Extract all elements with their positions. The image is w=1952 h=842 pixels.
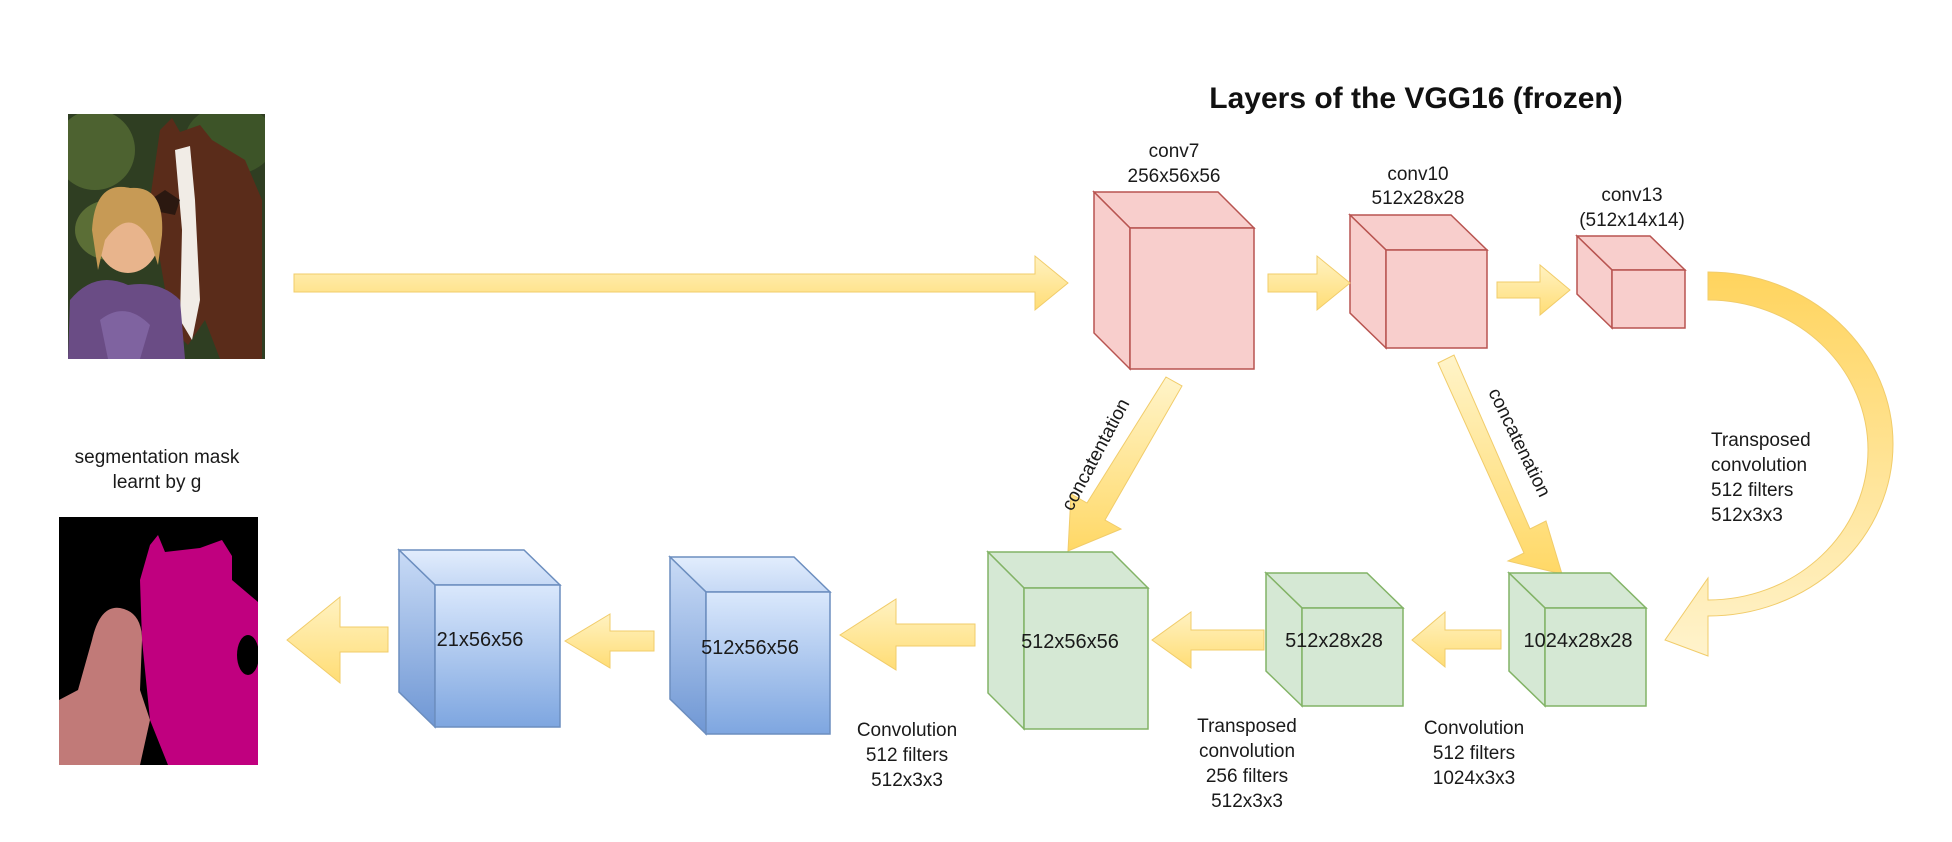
decoder-cube-1024x28x28 bbox=[1507, 571, 1648, 708]
arrow-head2-to-mask bbox=[286, 595, 389, 685]
svg-text:convolution: convolution bbox=[1199, 741, 1295, 762]
label-transposed-conv-top: Transposed convolution 512 filters 512x3… bbox=[1711, 430, 1811, 526]
svg-text:Transposed: Transposed bbox=[1197, 716, 1297, 737]
decoder-cube-512x28x28 bbox=[1264, 571, 1405, 708]
label-conv-left: Convolution 512 filters 512x3x3 bbox=[857, 720, 957, 791]
svg-text:512 filters: 512 filters bbox=[1711, 480, 1793, 501]
head-21-label: 21x56x56 bbox=[437, 629, 524, 651]
conv7-dims: 256x56x56 bbox=[1128, 166, 1221, 187]
head-512-label: 512x56x56 bbox=[701, 637, 799, 659]
svg-text:1024x3x3: 1024x3x3 bbox=[1433, 768, 1515, 789]
svg-text:Transposed: Transposed bbox=[1711, 430, 1811, 451]
conv7-name: conv7 bbox=[1149, 141, 1200, 162]
svg-text:512x3x3: 512x3x3 bbox=[871, 770, 943, 791]
head-cube-512x56x56 bbox=[668, 555, 832, 736]
concat-arrow-right bbox=[1437, 354, 1563, 575]
arrow-512x56-to-head1 bbox=[839, 598, 976, 671]
encoder-cube-conv7 bbox=[1092, 190, 1256, 371]
svg-text:512x3x3: 512x3x3 bbox=[1211, 791, 1283, 812]
input-arrow bbox=[293, 254, 1069, 312]
svg-text:learnt by g: learnt by g bbox=[113, 472, 202, 493]
arrow-512x28-to-512x56 bbox=[1151, 611, 1265, 669]
label-conv-right: Convolution 512 filters 1024x3x3 bbox=[1424, 718, 1524, 789]
segmentation-mask-image bbox=[59, 517, 258, 765]
conv13-name: conv13 bbox=[1601, 185, 1662, 206]
head-cube-21x56x56 bbox=[397, 548, 562, 729]
arrow-conv10-to-conv13 bbox=[1496, 263, 1571, 317]
encoder-cube-conv10 bbox=[1348, 213, 1489, 350]
arrow-conv7-to-conv10 bbox=[1267, 254, 1351, 312]
conv13-dims: (512x14x14) bbox=[1579, 210, 1685, 231]
diagram-title: Layers of the VGG16 (frozen) bbox=[1209, 82, 1622, 115]
decoder-512x28-label: 512x28x28 bbox=[1285, 630, 1383, 652]
decoder-1024-label: 1024x28x28 bbox=[1524, 630, 1633, 652]
conv10-dims: 512x28x28 bbox=[1372, 188, 1465, 209]
svg-text:512x3x3: 512x3x3 bbox=[1711, 505, 1783, 526]
svg-text:256 filters: 256 filters bbox=[1206, 766, 1288, 787]
svg-text:512 filters: 512 filters bbox=[866, 745, 948, 766]
arrow-head1-to-head2 bbox=[564, 613, 655, 669]
svg-text:segmentation mask: segmentation mask bbox=[75, 447, 240, 468]
label-transposed-conv-mid: Transposed convolution 256 filters 512x3… bbox=[1197, 716, 1297, 812]
conv10-name: conv10 bbox=[1387, 164, 1448, 185]
label-segmentation-mask: segmentation mask learnt by g bbox=[75, 447, 240, 493]
arrow-1024-to-512x28 bbox=[1411, 610, 1502, 669]
transposed-conv-arc-arrow bbox=[1664, 271, 1894, 657]
decoder-512x56-label: 512x56x56 bbox=[1021, 631, 1119, 653]
encoder-cube-conv13 bbox=[1575, 234, 1687, 330]
svg-text:convolution: convolution bbox=[1711, 455, 1807, 476]
concat-arrow-left bbox=[1067, 376, 1183, 552]
decoder-cube-512x56x56 bbox=[986, 550, 1150, 731]
svg-text:512 filters: 512 filters bbox=[1433, 743, 1515, 764]
svg-text:Convolution: Convolution bbox=[857, 720, 957, 741]
svg-text:Convolution: Convolution bbox=[1424, 718, 1524, 739]
input-photo bbox=[68, 114, 265, 359]
